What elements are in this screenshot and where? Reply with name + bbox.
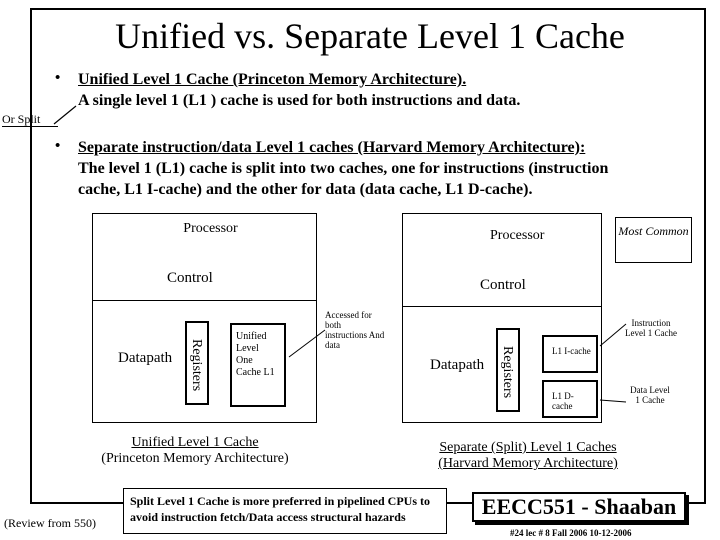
- footer-note-text: Split Level 1 Cache is more preferred in…: [130, 494, 430, 524]
- unified-cache-box: Unified Level One Cache L1: [230, 323, 286, 407]
- unified-control-label: Control: [167, 270, 213, 286]
- unified-caption: Unified Level 1 Cache (Princeton Memory …: [80, 435, 310, 467]
- unified-registers-box: Registers: [185, 321, 209, 405]
- bullet-2-text-2: cache, L1 I-cache) and the other for dat…: [78, 181, 533, 198]
- unified-caption-line2: (Princeton Memory Architecture): [101, 451, 289, 466]
- brand-box: EECC551 - Shaaban: [472, 492, 686, 522]
- split-caption-line1: Separate (Split) Level 1 Caches: [439, 440, 617, 455]
- split-caption-line2: (Harvard Memory Architecture): [438, 456, 618, 471]
- icache-box: L1 I-cache: [542, 335, 598, 373]
- unified-accessed-note: Accessed for both instructions And data: [325, 310, 385, 350]
- unified-note-arrow: [288, 329, 326, 358]
- bullet-1-text: A single level 1 (L1 ) cache is used for…: [78, 92, 521, 109]
- bullet-dot: •: [55, 138, 61, 154]
- unified-control-divider: [92, 300, 317, 301]
- or-split-underline: [2, 126, 58, 127]
- split-caption: Separate (Split) Level 1 Caches (Harvard…: [418, 440, 638, 472]
- split-note-arrows: [599, 323, 627, 403]
- bullet-1-heading: Unified Level 1 Cache (Princeton Memory …: [78, 71, 467, 88]
- slide-info: #24 lec # 8 Fall 2006 10-12-2006: [510, 528, 632, 538]
- bullet-2-heading: Separate instruction/data Level 1 caches…: [78, 139, 586, 156]
- bullet-1: Unified Level 1 Cache (Princeton Memory …: [78, 69, 688, 111]
- brand-label: EECC551 - Shaaban: [481, 494, 677, 519]
- split-processor-label: Processor: [490, 228, 545, 243]
- icache-label: L1 I-cache: [552, 346, 591, 356]
- data-cache-note: Data Level 1 Cache: [630, 385, 670, 405]
- dcache-label: L1 D-cache: [552, 391, 574, 411]
- slide-title: Unified vs. Separate Level 1 Cache: [115, 16, 625, 56]
- bullet-2: Separate instruction/data Level 1 caches…: [78, 137, 708, 200]
- most-common-label: Most Common: [618, 224, 689, 238]
- bullet-2-text-1: The level 1 (L1) cache is split into two…: [78, 160, 609, 177]
- inst-cache-note: Instruction Level 1 Cache: [625, 318, 677, 338]
- unified-caption-line1: Unified Level 1 Cache: [131, 435, 259, 450]
- split-registers-box: Registers: [496, 328, 520, 412]
- or-split-arrow: [53, 105, 77, 125]
- unified-processor-label: Processor: [183, 221, 238, 236]
- unified-registers-label: Registers: [189, 338, 204, 392]
- unified-cache-label: Unified Level One Cache L1: [236, 331, 275, 378]
- footer-note-box: Split Level 1 Cache is more preferred in…: [123, 488, 447, 534]
- or-split-label: Or Split: [2, 112, 41, 126]
- bullet-dot: •: [55, 70, 61, 86]
- split-control-divider: [402, 306, 602, 307]
- dcache-box: L1 D-cache: [542, 380, 598, 418]
- split-control-label: Control: [480, 277, 526, 293]
- unified-datapath-label: Datapath: [118, 350, 173, 366]
- review-note: (Review from 550): [4, 516, 96, 530]
- split-datapath-label: Datapath: [430, 357, 485, 373]
- most-common-box: Most Common: [615, 217, 692, 263]
- split-registers-label: Registers: [500, 345, 515, 399]
